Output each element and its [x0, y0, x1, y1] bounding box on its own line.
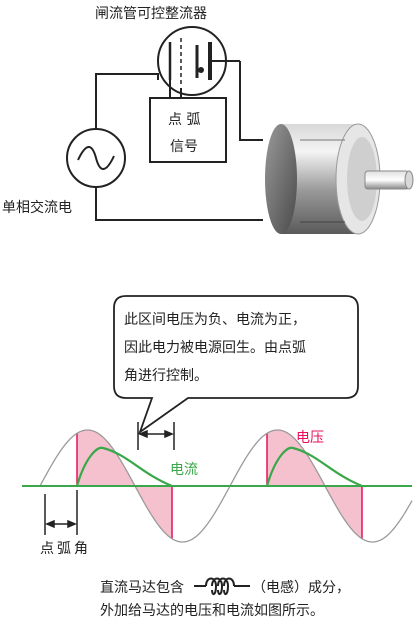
source-label: 单相交流电 [2, 199, 72, 216]
waveform-plot [22, 429, 413, 543]
voltage-label: 电压 [296, 430, 324, 446]
conduction-fill-2 [267, 430, 362, 539]
footer-line-1a: 直流马达包含 [100, 579, 184, 596]
inductor-coil-icon [194, 577, 250, 596]
angle-label: 点弧角 [40, 541, 91, 557]
interval-marker-icon [137, 422, 175, 450]
conduction-fill-1 [77, 430, 172, 539]
callout-line-3: 角进行控制。 [124, 368, 208, 384]
ignition-label-1: 点 弧 [168, 112, 200, 128]
footer-line-2: 外加给马达的电压和电流如图所示。 [100, 603, 324, 619]
current-label: 电流 [170, 462, 198, 478]
supply-sine-curve [39, 429, 413, 543]
thyristor-label: 闸流管可控整流器 [95, 6, 207, 22]
ignition-signal-box: 点 弧 信号 [149, 97, 227, 163]
ac-source-icon [66, 128, 126, 188]
dc-motor-icon [265, 123, 414, 235]
footer-line-1b: （电感）成分， [252, 579, 350, 596]
callout-bubble [113, 295, 359, 435]
angle-marker-icon [44, 490, 78, 535]
callout-line-2: 因此电力被电源回生。由点弧 [124, 340, 306, 356]
current-curve-1 [75, 446, 173, 488]
ignition-label-2: 信号 [170, 139, 198, 155]
thyristor-symbol-icon [157, 26, 240, 96]
callout-line-1: 此区间电压为负、电流为正， [124, 312, 306, 328]
current-curve-2 [265, 446, 363, 488]
